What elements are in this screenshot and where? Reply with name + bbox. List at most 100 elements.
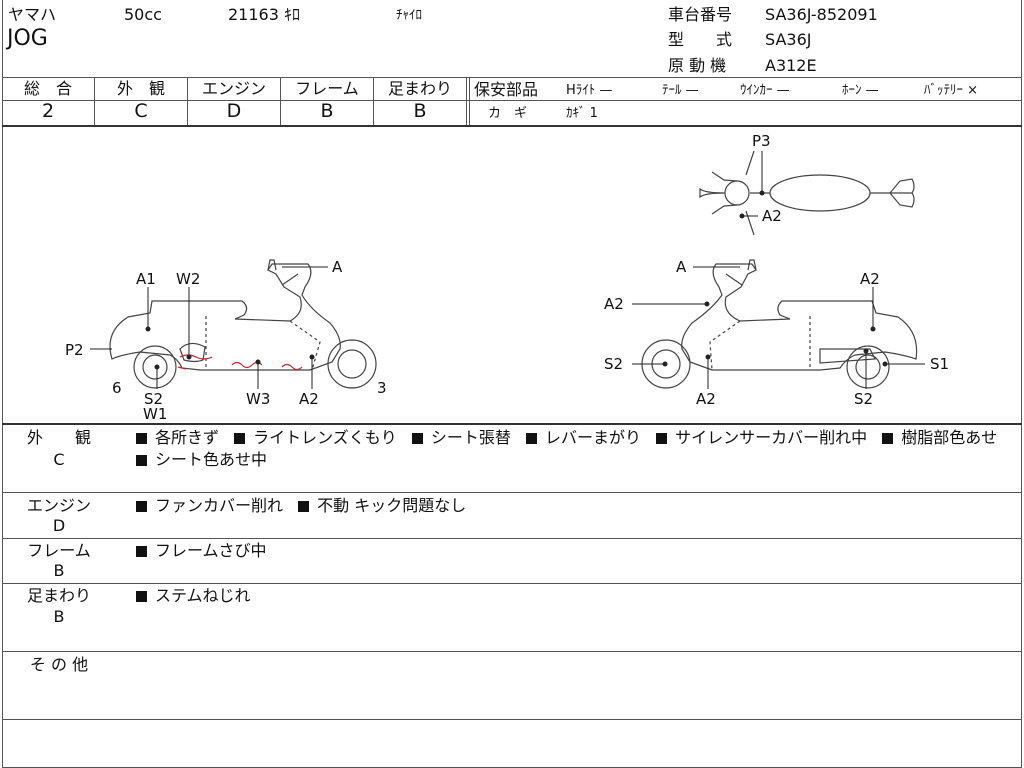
safety-item-horn: ﾎｰﾝ — (842, 83, 879, 98)
detail-engine-grade: D (52, 516, 66, 535)
note-item: サイレンサーカバー削れ中 (656, 428, 867, 447)
detail-suspension-notes: ステムねじれ (136, 585, 1018, 607)
grade-value-exterior: C (134, 100, 148, 122)
grade-mid-border (2, 100, 1022, 101)
grade-col-divider (466, 77, 467, 125)
bullet-square-icon (526, 432, 537, 444)
bullet-square-icon (136, 590, 147, 602)
label-a1: A1 (136, 270, 156, 288)
label-s2-right-front: S2 (604, 355, 623, 373)
engine-label: 原 動 機 (668, 56, 727, 75)
details-divider (2, 651, 1022, 652)
mileage: 21163 ｷﾛ (228, 5, 300, 24)
label-a2-right-upper: A2 (604, 295, 624, 313)
note-item: レバーまがり (526, 428, 641, 447)
grade-value-engine: D (226, 100, 242, 122)
bullet-square-icon (136, 500, 147, 512)
label-s2-right-rear: S2 (854, 390, 873, 408)
detail-frame-grade: B (53, 561, 65, 580)
label-w2: W2 (176, 270, 200, 288)
key-label: カ ギ (488, 106, 528, 121)
note-item: 樹脂部色あせ (882, 428, 997, 447)
label-p2: P2 (65, 341, 84, 359)
detail-exterior-label: 外 観 (26, 428, 91, 447)
note-item: ステムねじれ (136, 586, 251, 605)
bullet-square-icon (136, 432, 147, 444)
color: ﾁｬｲﾛ (396, 8, 422, 23)
grade-col-divider (373, 77, 374, 125)
frame-no-label: 車台番号 (668, 5, 733, 24)
label-w3: W3 (246, 390, 270, 408)
safety-item-battery: ﾊﾞｯﾃﾘｰ × (924, 83, 979, 98)
label-a-right: A (676, 258, 687, 276)
grade-header-overall: 総 合 (23, 79, 72, 98)
bullet-square-icon (136, 454, 147, 466)
grade-value-suspension: B (413, 100, 427, 122)
label-a2: A2 (299, 390, 319, 408)
details-divider (2, 492, 1022, 493)
model-name: JOG (7, 26, 48, 51)
grade-header-exterior: 外 観 (116, 79, 165, 98)
label-a: A (332, 258, 343, 276)
grade-bottom-border (2, 125, 1022, 127)
bullet-square-icon (298, 500, 310, 512)
details-divider (2, 719, 1022, 720)
grade-col-divider (94, 77, 95, 125)
safety-item-winker: ｳｲﾝｶｰ — (740, 83, 790, 98)
grade-value-overall: 2 (41, 100, 55, 122)
grade-col-divider (280, 77, 281, 125)
grade-header-engine: エンジン (201, 79, 266, 98)
type-label: 型 式 (668, 30, 733, 49)
bullet-square-icon (882, 432, 894, 444)
top-view-scooter (699, 150, 915, 236)
type-value: SA36J (765, 30, 812, 49)
label-s1: S1 (930, 355, 949, 373)
details-top-border (2, 423, 1022, 425)
bullet-square-icon (411, 432, 423, 444)
grade-col-divider (469, 77, 470, 125)
note-item: 不動 キック問題なし (298, 496, 466, 515)
detail-suspension-label: 足まわり (26, 586, 91, 605)
label-p3: P3 (752, 132, 771, 150)
grade-header-suspension: 足まわり (387, 79, 452, 98)
note-item: シート色あせ中 (136, 450, 267, 469)
grade-header-frame: フレーム (295, 79, 359, 98)
detail-engine-notes: ファンカバー削れ 不動 キック問題なし (136, 495, 1018, 517)
safety-label: 保安部品 (474, 80, 539, 99)
key-value: ｶｷﾞ 1 (566, 106, 598, 121)
label-6: 6 (112, 379, 122, 397)
safety-item-tail: ﾃｰﾙ — (662, 83, 699, 98)
detail-other-label: そ の 他 (29, 655, 89, 674)
label-a2-right-rear: A2 (860, 270, 880, 288)
detail-frame-label: フレーム (27, 541, 91, 560)
scooter-diagram: A1 W2 A P2 6 S2 W1 W3 A2 3 A A2 A2 S2 A2… (65, 132, 949, 423)
label-3: 3 (377, 379, 387, 397)
bullet-square-icon (136, 545, 147, 557)
grade-col-divider (187, 77, 188, 125)
grade-top-border (2, 77, 1022, 78)
label-s2: S2 (144, 390, 163, 408)
maker: ヤマハ (8, 5, 57, 24)
detail-frame-notes: フレームさび中 (136, 540, 1018, 562)
label-a2-top: A2 (762, 207, 782, 225)
label-w1: W1 (143, 405, 167, 423)
note-item: ライトレンズくもり (234, 428, 397, 447)
detail-suspension-grade: B (53, 607, 65, 626)
safety-item-headlight: Hﾗｲﾄ — (566, 83, 613, 98)
note-item: フレームさび中 (136, 541, 267, 560)
bullet-square-icon (656, 432, 668, 444)
displacement: 50cc (124, 5, 162, 24)
details-divider (2, 538, 1022, 539)
left-side-scooter (109, 259, 377, 389)
engine-value: A312E (765, 56, 817, 75)
label-a2-right-lower: A2 (696, 390, 716, 408)
frame-no-value: SA36J-852091 (765, 5, 878, 24)
damage-marks (177, 354, 303, 371)
detail-exterior-notes: 各所きず ライトレンズくもり シート張替 レバーまがり サイレンサーカバー削れ中… (136, 427, 1018, 471)
detail-exterior-grade: C (53, 450, 65, 469)
note-item: ファンカバー削れ (136, 496, 283, 515)
grade-value-frame: B (320, 100, 334, 122)
note-item: 各所きず (136, 428, 219, 447)
details-divider (2, 583, 1022, 584)
bullet-square-icon (234, 432, 246, 444)
